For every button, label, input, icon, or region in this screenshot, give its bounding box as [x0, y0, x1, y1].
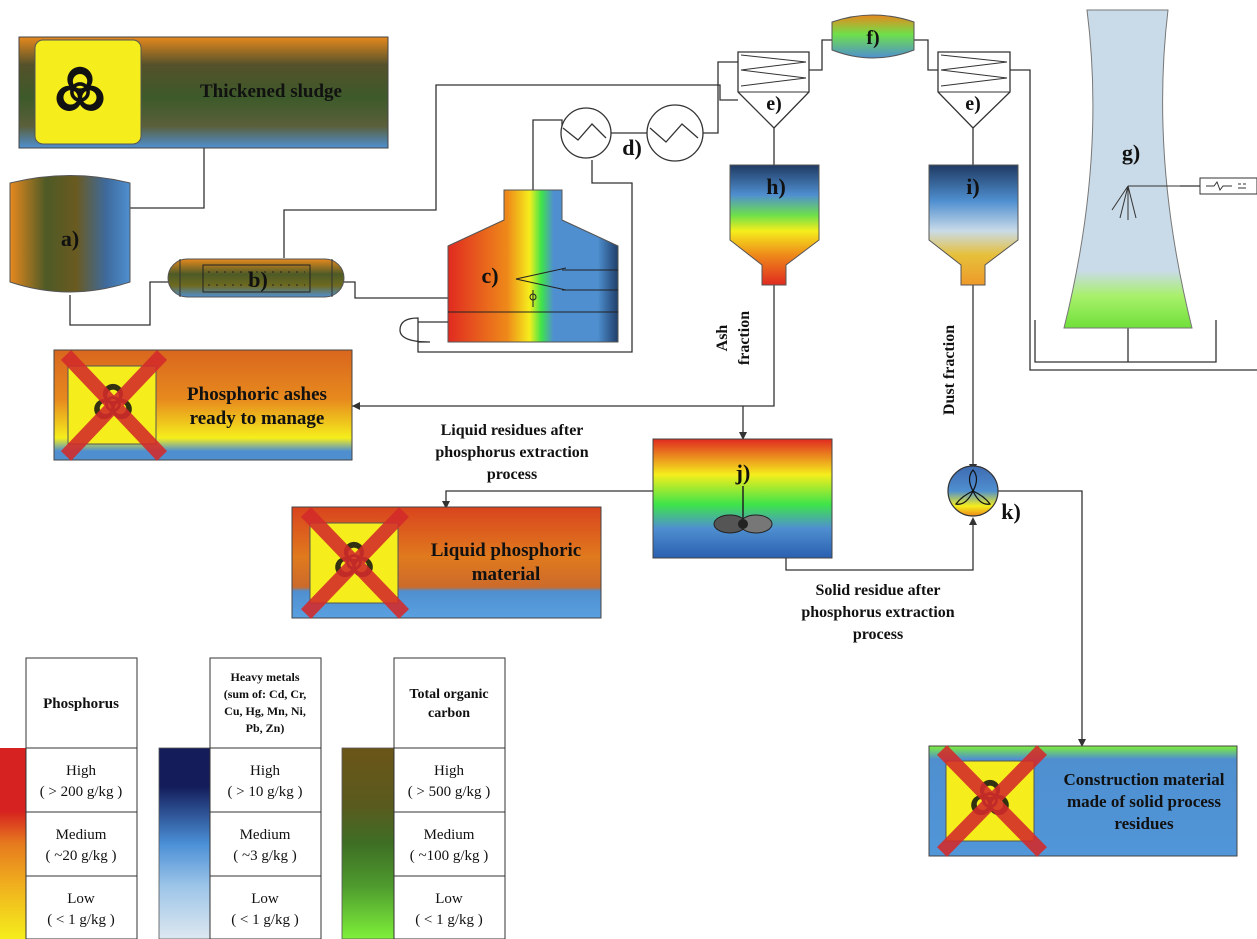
svg-text:( > 500 g/kg ): ( > 500 g/kg ): [408, 784, 491, 800]
label-e1: e): [766, 93, 782, 115]
label-i: i): [966, 174, 979, 199]
thickened-sludge-box: Thickened sludge: [18, 36, 389, 149]
sludge-label: Thickened sludge: [200, 81, 342, 102]
svg-text:Ash: Ash: [714, 325, 731, 352]
svg-text:process: process: [487, 466, 537, 483]
svg-text:( < 1 g/kg ): ( < 1 g/kg ): [47, 912, 115, 928]
svg-text:Low: Low: [435, 891, 463, 907]
svg-text:( ~3 g/kg ): ( ~3 g/kg ): [233, 848, 297, 864]
construction-label-line2: made of solid process: [1067, 792, 1221, 811]
crossed-out-icon: [937, 745, 1047, 857]
crossed-out-icon: [60, 350, 168, 461]
svg-text:Medium: Medium: [56, 827, 107, 843]
mixer-k: k): [947, 465, 1021, 524]
svg-text:Low: Low: [67, 891, 95, 907]
label-c: c): [481, 263, 498, 288]
cyclone-e1: e): [737, 51, 810, 129]
furnace-c: c): [399, 189, 619, 343]
label-k: k): [1001, 499, 1021, 524]
construction-material-box: Construction material made of solid proc…: [928, 745, 1238, 857]
legend-phosphorus-header: Phosphorus: [43, 696, 119, 712]
label-d: d): [622, 135, 642, 160]
liquid-phosphoric-material-box: Liquid phosphoric material: [291, 506, 602, 619]
phosphoric-ashes-box: Phosphoric ashes ready to manage: [53, 349, 353, 461]
svg-text:Cu, Hg, Mn, Ni,: Cu, Hg, Mn, Ni,: [224, 704, 306, 718]
label-a: a): [61, 226, 79, 251]
legend: Phosphorus High ( > 200 g/kg ) Medium ( …: [0, 657, 506, 939]
svg-text:Medium: Medium: [424, 827, 475, 843]
svg-text:( ~20 g/kg ): ( ~20 g/kg ): [45, 848, 116, 864]
legend-phosphorus: Phosphorus High ( > 200 g/kg ) Medium ( …: [0, 657, 138, 939]
ashes-label-line2: ready to manage: [190, 408, 325, 429]
liquid-label-line1: Liquid phosphoric: [431, 540, 582, 561]
svg-text:carbon: carbon: [428, 706, 470, 721]
svg-text:High: High: [434, 763, 465, 779]
svg-text:( > 10 g/kg ): ( > 10 g/kg ): [227, 784, 302, 800]
reactor-j: j): [652, 438, 833, 559]
crossed-out-icon: [300, 507, 410, 619]
svg-text:( < 1 g/kg ): ( < 1 g/kg ): [415, 912, 483, 928]
legend-heavy-metals: Heavy metals (sum of: Cd, Cr, Cu, Hg, Mn…: [158, 657, 322, 939]
svg-text:Medium: Medium: [240, 827, 291, 843]
svg-text:High: High: [66, 763, 97, 779]
label-h: h): [766, 174, 786, 199]
heat-exchangers-d: d): [560, 104, 704, 162]
svg-text:Pb, Zn): Pb, Zn): [246, 721, 285, 735]
svg-text:( > 200 g/kg ): ( > 200 g/kg ): [40, 784, 123, 800]
svg-text:(sum of: Cd, Cr,: (sum of: Cd, Cr,: [224, 687, 307, 701]
construction-label-line1: Construction material: [1063, 770, 1224, 789]
silo-i: i): [928, 164, 1019, 286]
dryer-b: b): [167, 258, 345, 298]
solid-residue-label: Solid residue after phosphorus extractio…: [801, 582, 954, 643]
label-f: f): [866, 27, 879, 49]
vessel-f: f): [831, 14, 915, 59]
construction-label-line3: residues: [1114, 814, 1174, 833]
svg-text:process: process: [853, 626, 903, 643]
label-b: b): [248, 267, 268, 292]
tower-g: g): [1063, 9, 1257, 329]
label-j: j): [735, 460, 751, 485]
mixer-icon: [713, 486, 773, 534]
svg-text:( ~100 g/kg ): ( ~100 g/kg ): [410, 848, 489, 864]
label-g: g): [1122, 140, 1140, 165]
tank-a: a): [9, 175, 131, 293]
svg-text:Dust fraction: Dust fraction: [941, 325, 958, 415]
cyclone-e2: e): [937, 51, 1011, 129]
silo-h: h): [729, 164, 820, 286]
svg-text:Total organic: Total organic: [409, 687, 488, 702]
ash-fraction-label: Ash fraction: [714, 311, 753, 365]
liquid-residues-label: Liquid residues after phosphorus extract…: [435, 422, 588, 483]
svg-text:fraction: fraction: [736, 311, 753, 365]
svg-text:High: High: [250, 763, 281, 779]
svg-text:Heavy metals: Heavy metals: [231, 670, 300, 684]
pipes: [69, 39, 1257, 745]
svg-text:( < 1 g/kg ): ( < 1 g/kg ): [231, 912, 299, 928]
svg-text:phosphorus extraction: phosphorus extraction: [801, 604, 954, 621]
ashes-label-line1: Phosphoric ashes: [187, 384, 327, 405]
svg-text:Solid residue after: Solid residue after: [815, 582, 940, 599]
liquid-label-line2: material: [472, 564, 541, 585]
legend-total-organic-carbon: Total organic carbon High ( > 500 g/kg )…: [341, 657, 506, 939]
svg-text:Low: Low: [251, 891, 279, 907]
svg-text:phosphorus extraction: phosphorus extraction: [435, 444, 588, 461]
label-e2: e): [965, 93, 981, 115]
dust-fraction-label: Dust fraction: [941, 325, 958, 415]
svg-text:Liquid residues after: Liquid residues after: [441, 422, 584, 439]
